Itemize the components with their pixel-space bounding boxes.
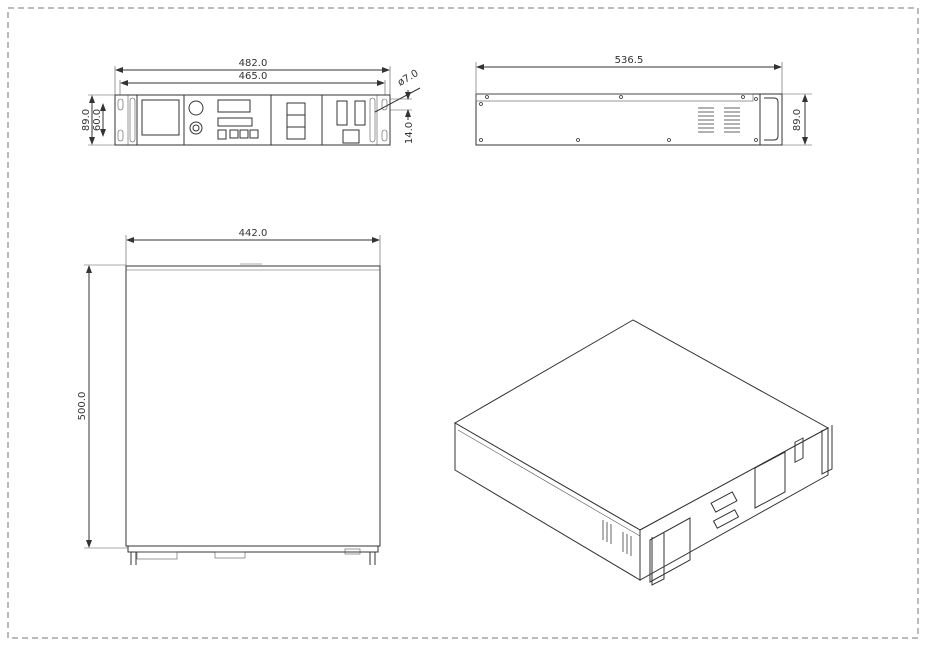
- dim-height: 89.0: [81, 109, 92, 131]
- display-screen: [141, 99, 180, 136]
- mount-hole: [117, 98, 124, 111]
- iso-breaker-plate: [754, 451, 786, 509]
- mount-hole: [381, 129, 388, 142]
- dim-top-depth: 500.0: [77, 392, 88, 421]
- breaker-plate: [270, 94, 323, 146]
- dim-depth: 536.5: [615, 55, 644, 66]
- dim-hole-offset: 14.0: [404, 122, 415, 144]
- handle: [369, 97, 376, 143]
- iso-handle: [651, 533, 665, 586]
- iso-display: [649, 517, 691, 583]
- iso-handle: [821, 425, 833, 475]
- mount-hole: [381, 98, 388, 111]
- side-view: 536.5 89.0: [475, 55, 812, 146]
- rj45-port: [229, 129, 239, 139]
- front-view: 482.0 465.0 89.0 60.0 ø7.0 14.0: [81, 58, 421, 146]
- display-bezel: [136, 94, 185, 146]
- drawing-border: [7, 7, 919, 639]
- mount-hole: [117, 129, 124, 142]
- dim-side-height: 89.0: [792, 109, 803, 131]
- output-connector: [354, 100, 366, 126]
- db-connector: [217, 117, 253, 127]
- top-body: [125, 265, 381, 547]
- dim-overall-width: 482.0: [239, 58, 268, 69]
- isometric-view: [454, 319, 833, 586]
- iso-vent: [602, 520, 632, 556]
- circuit-breaker: [286, 102, 306, 140]
- terminal-block: [217, 99, 251, 113]
- dim-mount-spacing: 465.0: [239, 71, 268, 82]
- status-indicator: [188, 100, 204, 116]
- handle: [129, 97, 136, 143]
- rj45-port: [249, 129, 259, 139]
- ac-inlet: [342, 129, 360, 144]
- rj45-port: [239, 129, 249, 139]
- dim-hole-spacing: 60.0: [92, 109, 103, 131]
- top-view: 442.0 500.0: [77, 228, 381, 565]
- front-panel: [114, 94, 391, 146]
- usb-port: [217, 129, 227, 140]
- vent-grille: [698, 107, 740, 133]
- side-handle: [759, 93, 783, 146]
- power-button: [189, 121, 203, 135]
- side-body: [475, 93, 761, 146]
- output-connector: [336, 100, 348, 126]
- dim-top-width: 442.0: [239, 228, 268, 239]
- dim-hole-diameter: ø7.0: [396, 68, 421, 89]
